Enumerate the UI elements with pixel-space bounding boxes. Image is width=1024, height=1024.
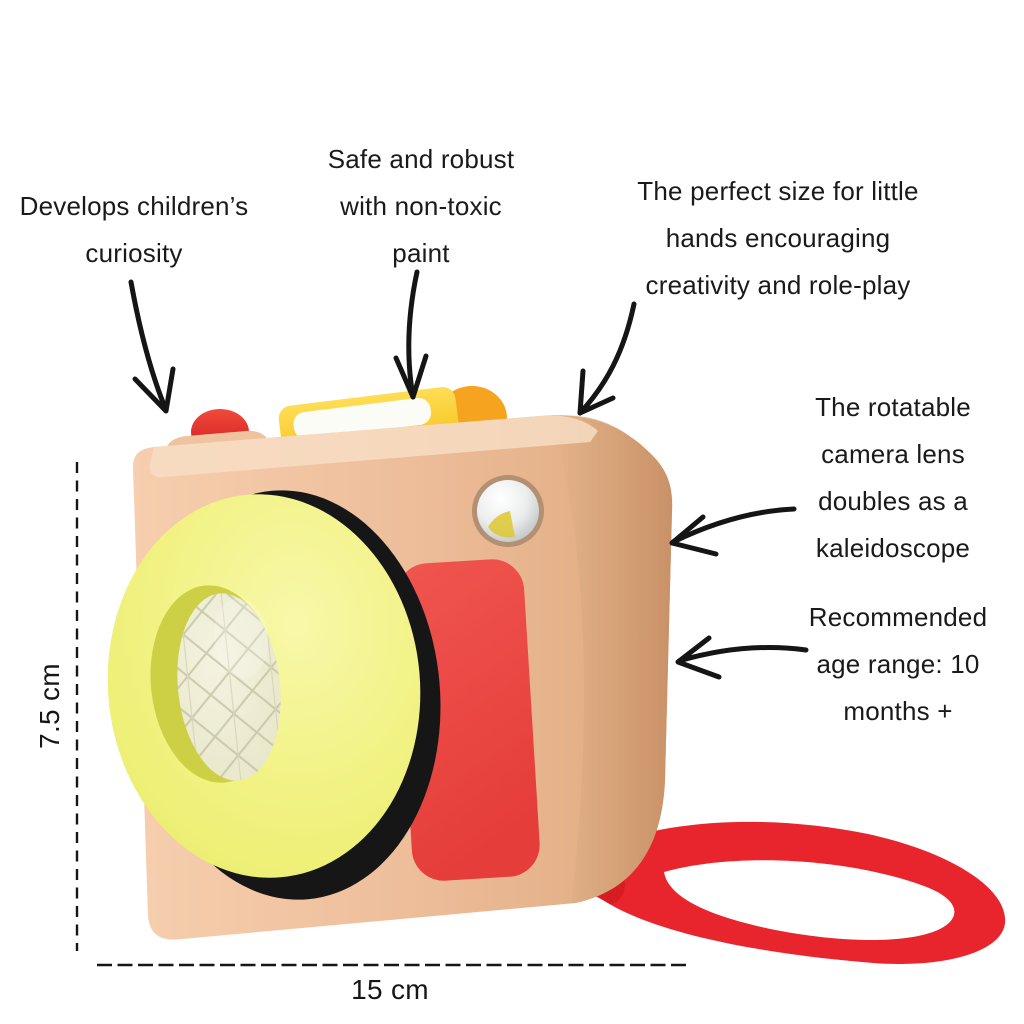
annotation-safe-paint: Safe and robust with non-toxic paint	[327, 144, 515, 268]
arrow-perfect-size	[577, 301, 637, 416]
viewfinder-slot	[293, 397, 432, 439]
annotation-develops-curiosity: Develops children’s curiosity	[19, 191, 249, 268]
width-dimension-label: 15 cm	[351, 974, 429, 1005]
arrow-age-range	[675, 635, 809, 680]
camera-top-face	[149, 415, 599, 478]
annotation-age-range: Recommended age range: 10 months +	[808, 602, 988, 726]
arrow-kaleidoscope	[669, 506, 797, 557]
crystal-facets	[177, 593, 281, 781]
camera-side-face	[552, 415, 673, 903]
screw-reflection	[488, 511, 515, 538]
annotation-perfect-size: The perfect size for little hands encour…	[637, 176, 919, 300]
arrow-curiosity	[128, 279, 176, 414]
height-dimension-label: 7.5 cm	[34, 663, 65, 749]
crystal-highlight	[213, 598, 269, 678]
arrow-safe-paint	[393, 269, 429, 400]
annotation-kaleidoscope: The rotatable camera lens doubles as a k…	[815, 392, 971, 563]
wrist-strap	[565, 821, 1006, 964]
